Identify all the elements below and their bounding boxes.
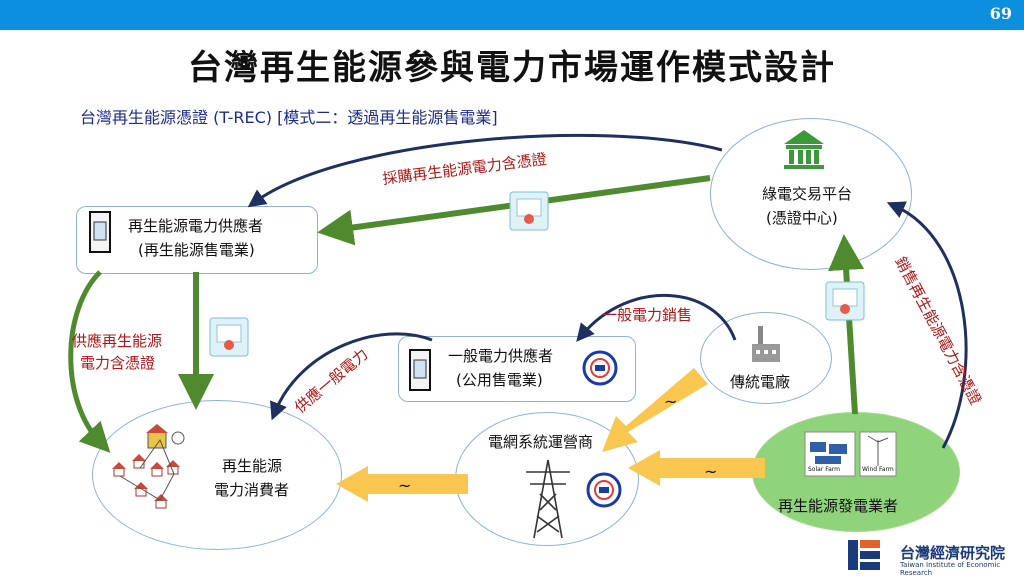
subtitle: 台灣再生能源憑證 (T-REC) [模式二：透過再生能源售電業] bbox=[80, 108, 498, 127]
arrow-plant-to-grid bbox=[602, 368, 708, 452]
arrow-left-curve bbox=[68, 270, 111, 453]
general-supplier-label-line1: 一般電力供應者 bbox=[448, 347, 554, 365]
supply-green-label-line2: 電力含憑證 bbox=[80, 354, 156, 372]
general-sales-label: 一般電力銷售 bbox=[602, 306, 693, 324]
ac-symbol: ~ bbox=[398, 476, 412, 495]
generator-label: 再生能源發電業者 bbox=[778, 497, 899, 515]
grid-operator-label: 電網系統運營商 bbox=[488, 433, 594, 451]
platform-label-line2: (憑證中心) bbox=[766, 209, 838, 227]
platform-label-line1: 綠電交易平台 bbox=[762, 185, 853, 203]
page-number: 69 bbox=[989, 4, 1012, 23]
logo-name: 台灣經濟研究院 bbox=[900, 544, 1006, 562]
wind-farm-caption: Wind Farm bbox=[862, 466, 894, 473]
ac-symbol: ~ bbox=[704, 462, 718, 481]
general-supplier-label-line2: (公用售電業) bbox=[456, 371, 543, 389]
arrow-general-sales-curve bbox=[576, 293, 737, 342]
supplier-box bbox=[76, 206, 318, 274]
consumer-label-line2: 電力消費者 bbox=[214, 481, 290, 499]
meter-icon bbox=[409, 349, 431, 391]
wind-farm-icon bbox=[859, 431, 897, 477]
plant-label: 傳統電廠 bbox=[730, 373, 791, 391]
consumer-ellipse bbox=[92, 400, 342, 550]
transmission-tower-icon bbox=[526, 459, 570, 539]
supplier-label-line1: 再生能源電力供應者 bbox=[128, 217, 264, 235]
arrow-generator-to-platform bbox=[828, 234, 865, 415]
certificate-icon bbox=[825, 281, 865, 321]
arrow-general-supply-curve bbox=[270, 332, 433, 421]
solar-farm-caption: Solar Farm bbox=[808, 466, 840, 473]
top-bar bbox=[0, 0, 1024, 30]
consumer-label-line1: 再生能源 bbox=[222, 457, 283, 475]
tier-logo-icon bbox=[848, 540, 880, 570]
certificate-icon bbox=[509, 191, 549, 231]
supplier-label-line2: (再生能源售電業) bbox=[138, 241, 255, 259]
logo-english: Taiwan Institute of Economic Research bbox=[900, 561, 1001, 577]
supply-green-label-line1: 供應再生能源 bbox=[72, 332, 163, 350]
page-title: 台灣再生能源參與電力市場運作模式設計 bbox=[188, 48, 836, 88]
arrow-grid-to-consumer bbox=[336, 466, 468, 502]
generator-ellipse bbox=[752, 412, 960, 532]
arrow-generator-to-grid bbox=[628, 450, 765, 486]
taipower-logo-icon bbox=[586, 472, 622, 508]
meter-icon bbox=[89, 211, 111, 253]
ac-symbol: ~ bbox=[664, 392, 678, 411]
houses-icon bbox=[112, 424, 185, 509]
arrow-sell-green-curve bbox=[886, 201, 968, 449]
solar-farm-icon bbox=[804, 431, 856, 477]
certificate-icon bbox=[209, 317, 249, 357]
arrow-purchase-curve bbox=[247, 133, 723, 208]
factory-icon bbox=[752, 326, 780, 362]
taipower-logo-icon bbox=[582, 350, 618, 386]
exchange-building-icon bbox=[784, 130, 824, 169]
